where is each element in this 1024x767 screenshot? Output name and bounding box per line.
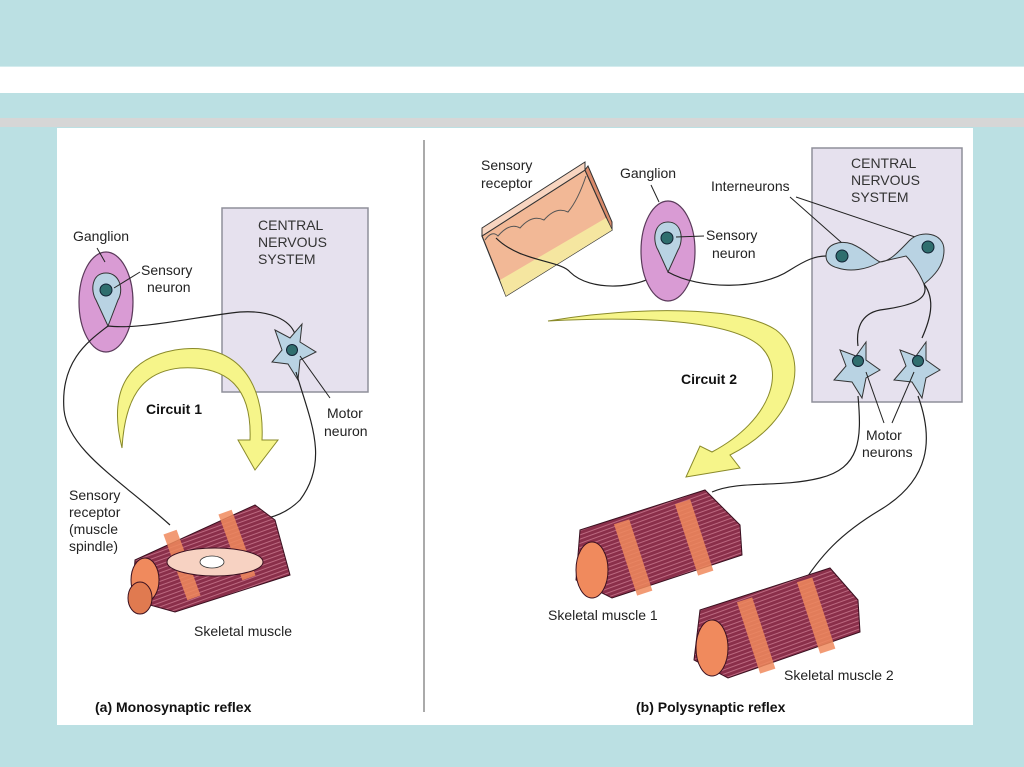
right-cns-label-3: SYSTEM: [851, 189, 909, 205]
left-receptor-label-3: (muscle: [69, 521, 118, 537]
right-cns-label-2: NERVOUS: [851, 172, 920, 188]
left-receptor-label-2: receptor: [69, 504, 121, 520]
left-motor-neuron-label-2: neuron: [324, 423, 368, 439]
skeletal-muscle-2-label: Skeletal muscle 2: [784, 667, 894, 683]
left-cns-label-2: NERVOUS: [258, 234, 327, 250]
motor-neurons-label-1: Motor: [866, 427, 902, 443]
interneurons-label: Interneurons: [711, 178, 790, 194]
left-ganglion-label: Ganglion: [73, 228, 129, 244]
slide-separator-line: [0, 118, 1024, 127]
motor-neurons-label-2: neurons: [862, 444, 913, 460]
skeletal-muscle-2: [693, 567, 861, 679]
left-sensory-neuron-label-1: Sensory: [141, 262, 192, 278]
right-ganglion-label: Ganglion: [620, 165, 676, 181]
circuit-1-label: Circuit 1: [146, 401, 202, 417]
slide-header-band: [0, 0, 1024, 65]
right-cns-label-1: CENTRAL: [851, 155, 917, 171]
slide-subheader-band: [0, 93, 1024, 118]
left-diagram: CENTRAL NERVOUS SYSTEM Ganglion Sensory …: [63, 207, 369, 715]
right-sensory-neuron-label-1: Sensory: [706, 227, 757, 243]
right-receptor-label-1: Sensory: [481, 157, 532, 173]
left-muscle-label: Skeletal muscle: [194, 623, 292, 639]
motor-neuron-2: [893, 340, 941, 400]
right-diagram: CENTRAL NERVOUS SYSTEM Sensory receptor …: [481, 147, 963, 715]
skin-receptor-block: [481, 161, 613, 297]
left-caption: (a) Monosynaptic reflex: [95, 699, 252, 715]
right-caption: (b) Polysynaptic reflex: [636, 699, 786, 715]
left-sensory-neuron-label-2: neuron: [147, 279, 191, 295]
left-sensory-neuron-nucleus: [99, 283, 113, 297]
right-cns-box: [811, 147, 963, 403]
circuit-2-label: Circuit 2: [681, 371, 737, 387]
left-receptor-label-4: spindle): [69, 538, 118, 554]
slide-title-band: [0, 66, 1024, 94]
left-skeletal-muscle: [127, 504, 291, 615]
left-receptor-label-1: Sensory: [69, 487, 120, 503]
left-motor-neuron-label-1: Motor: [327, 405, 363, 421]
right-receptor-label-2: receptor: [481, 175, 533, 191]
circuit-1-arrow: [116, 348, 280, 471]
skeletal-muscle-1: [575, 489, 743, 599]
right-sensory-neuron-label-2: neuron: [712, 245, 756, 261]
left-cns-label-3: SYSTEM: [258, 251, 316, 267]
circuit-2-arrow: [547, 310, 796, 478]
motor-neuron-1: [833, 340, 881, 400]
skeletal-muscle-1-label: Skeletal muscle 1: [548, 607, 658, 623]
left-cns-label-1: CENTRAL: [258, 217, 324, 233]
